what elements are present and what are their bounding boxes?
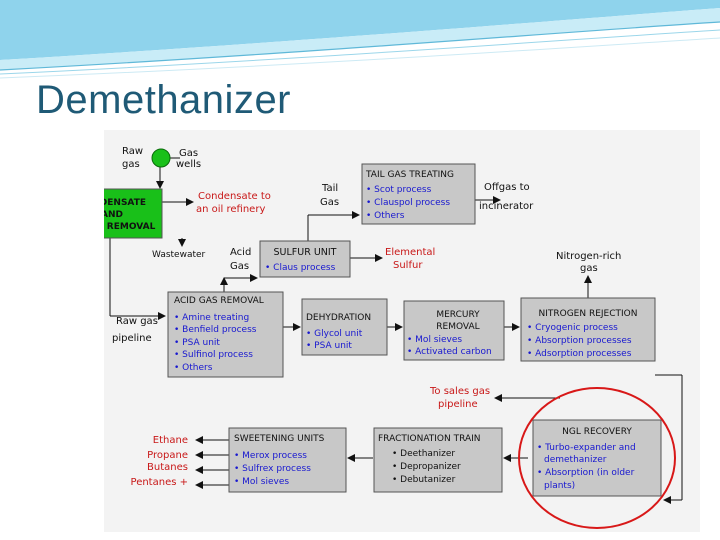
sweetening-item-3: • Mol sieves <box>234 477 289 487</box>
tail-gas-treating-box <box>361 163 476 225</box>
ngl-item-1: • Turbo-expander and <box>537 443 636 453</box>
nitrogen-rich-label-1: Nitrogen-rich <box>556 251 621 262</box>
fractionation-item-1: • Deethanizer <box>392 449 455 459</box>
acid-gas-removal-title: ACID GAS REMOVAL <box>174 296 264 306</box>
ngl-item-2: demethanizer <box>544 455 607 465</box>
wastewater-label: Wastewater <box>152 250 206 260</box>
elemental-sulfur-label-2: Sulfur <box>393 260 423 271</box>
process-flow-diagram: Raw gas Gas wells CONDENSATE AND WATER R… <box>61 130 700 532</box>
acid-gas-label-1: Acid <box>230 247 251 258</box>
page-title: Demethanizer <box>36 78 292 122</box>
ngl-recovery-box <box>532 419 662 497</box>
sweetening-title: SWEETENING UNITS <box>234 434 325 444</box>
connectors <box>109 157 683 504</box>
sulfur-unit-item-1: • Claus process <box>265 263 336 273</box>
agr-item-2: • Benfield process <box>174 325 257 335</box>
dehydration-box <box>301 298 388 356</box>
header-swoosh <box>0 0 720 79</box>
ngl-item-4: plants) <box>544 481 575 491</box>
fractionation-title: FRACTIONATION TRAIN <box>378 434 481 444</box>
ngl-item-3: • Absorption (in older <box>537 468 635 478</box>
nitrogen-rejection-box <box>520 297 656 362</box>
sweetening-item-1: • Merox process <box>234 451 307 461</box>
flow-svg: Raw gas Gas wells CONDENSATE AND WATER R… <box>61 146 683 529</box>
product-pentanes: Pentanes + <box>131 477 188 488</box>
agr-item-4: • Sulfinol process <box>174 350 253 360</box>
acid-gas-label-2: Gas <box>230 261 249 272</box>
raw-gas-label-2: gas <box>122 159 140 170</box>
gas-wells-icon <box>151 148 171 168</box>
nitrogen-rich-label-2: gas <box>580 263 598 274</box>
agr-item-3: • PSA unit <box>174 338 220 348</box>
sweetening-units-box <box>228 427 347 493</box>
ngl-highlight-circle <box>518 387 676 529</box>
mercury-removal-box <box>403 300 505 361</box>
tail-gas-item-2: • Clauspol process <box>366 198 450 208</box>
nitrogen-item-3: • Adsorption processes <box>527 349 632 359</box>
tail-gas-label-1: Tail <box>321 183 338 194</box>
fractionation-item-2: • Depropanizer <box>392 462 461 472</box>
tail-gas-item-3: • Others <box>366 211 405 221</box>
product-ethane: Ethane <box>153 435 188 446</box>
elemental-sulfur-label-1: Elemental <box>385 247 435 258</box>
sweetening-item-2: • Sulfrex process <box>234 464 311 474</box>
tail-gas-item-1: • Scot process <box>366 185 432 195</box>
fractionation-train-box <box>373 427 503 493</box>
mercury-title-2: REMOVAL <box>436 322 479 332</box>
gas-wells-label-1: Gas <box>179 148 198 159</box>
gas-wells-label-2: wells <box>176 159 201 170</box>
product-propane: Propane <box>147 450 188 461</box>
condensate-box-line-1: CONDENSATE <box>104 198 146 208</box>
product-butanes: Butanes <box>147 462 188 473</box>
agr-item-5: • Others <box>174 363 213 373</box>
nitrogen-item-1: • Cryogenic process <box>527 323 618 333</box>
ngl-recovery-title: NGL RECOVERY <box>562 427 632 437</box>
condensate-refinery-label-2: an oil refinery <box>196 204 265 215</box>
nitrogen-item-2: • Absorption processes <box>527 336 632 346</box>
condensate-box-line-3: WATER REMOVAL <box>104 222 156 232</box>
dehydration-title: DEHYDRATION <box>306 313 371 323</box>
mercury-title-1: MERCURY <box>436 310 480 320</box>
dehydration-item-2: • PSA unit <box>306 341 352 351</box>
offgas-label-1: Offgas to <box>484 182 530 193</box>
dehydration-item-1: • Glycol unit <box>306 329 363 339</box>
nitrogen-rejection-title: NITROGEN REJECTION <box>538 309 637 319</box>
raw-gas-label-1: Raw <box>122 146 143 157</box>
mercury-item-1: • Mol sieves <box>407 335 462 345</box>
condensate-refinery-label-1: Condensate to <box>198 191 271 202</box>
condensate-box-line-2: AND <box>104 210 123 220</box>
fractionation-item-3: • Debutanizer <box>392 475 456 485</box>
sulfur-unit-box <box>259 240 351 278</box>
tail-gas-treating-title: TAIL GAS TREATING <box>365 170 454 180</box>
tail-gas-label-2: Gas <box>320 197 339 208</box>
offgas-label-2: incinerator <box>479 201 534 212</box>
agr-item-1: • Amine treating <box>174 313 249 323</box>
mercury-item-2: • Activated carbon <box>407 347 492 357</box>
to-sales-label-1: To sales gas <box>429 386 490 397</box>
raw-gas-pipeline-label-1: Raw gas <box>116 316 158 327</box>
raw-gas-pipeline-label-2: pipeline <box>112 333 152 344</box>
sulfur-unit-title: SULFUR UNIT <box>274 247 337 258</box>
acid-gas-removal-box <box>167 291 284 378</box>
to-sales-label-2: pipeline <box>438 399 478 410</box>
